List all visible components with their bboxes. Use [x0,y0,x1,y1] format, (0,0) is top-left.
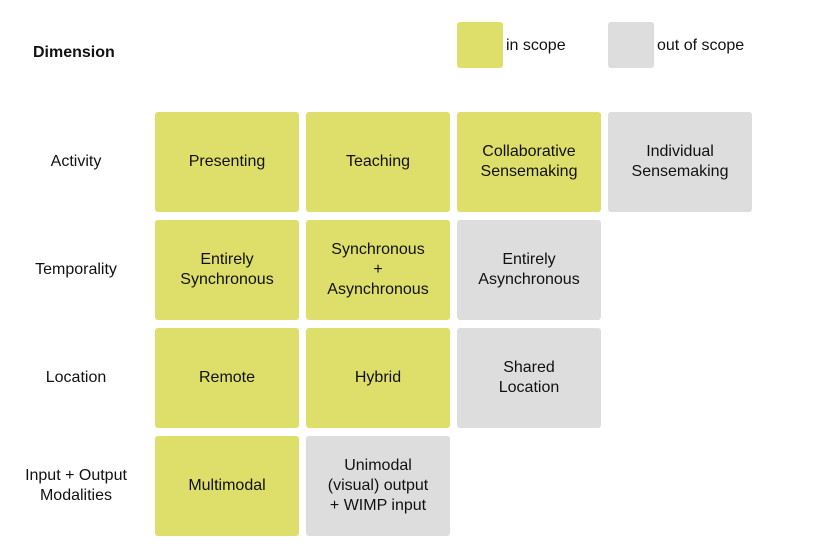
legend-in-scope-swatch [457,22,503,68]
cell-unimodal-wimp: Unimodal (visual) output + WIMP input [306,436,450,536]
cell-entirely-asynchronous: Entirely Asynchronous [457,220,601,320]
cell-presenting: Presenting [155,112,299,212]
cell-entirely-synchronous: Entirely Synchronous [155,220,299,320]
legend-out-of-scope-label: out of scope [657,37,745,54]
cell-remote: Remote [155,328,299,428]
cell-individual-sensemaking: Individual Sensemaking [608,112,752,212]
cell-collaborative-sensemaking: Collaborative Sensemaking [457,112,601,212]
row-label-location: Location [45,369,107,386]
dimension-header: Dimension [33,44,115,61]
cell-shared-location: Shared Location [457,328,601,428]
cell-multimodal: Multimodal [155,436,299,536]
row-label-activity: Activity [50,153,102,170]
cell-teaching: Teaching [306,112,450,212]
legend-in-scope-label: in scope [506,37,566,54]
row-label-modalities: Input + Output Modalities [25,467,127,504]
legend-out-of-scope-swatch [608,22,654,68]
row-label-temporality: Temporality [35,261,117,278]
cell-hybrid: Hybrid [306,328,450,428]
cell-synchronous-asynchronous: Synchronous + Asynchronous [306,220,450,320]
